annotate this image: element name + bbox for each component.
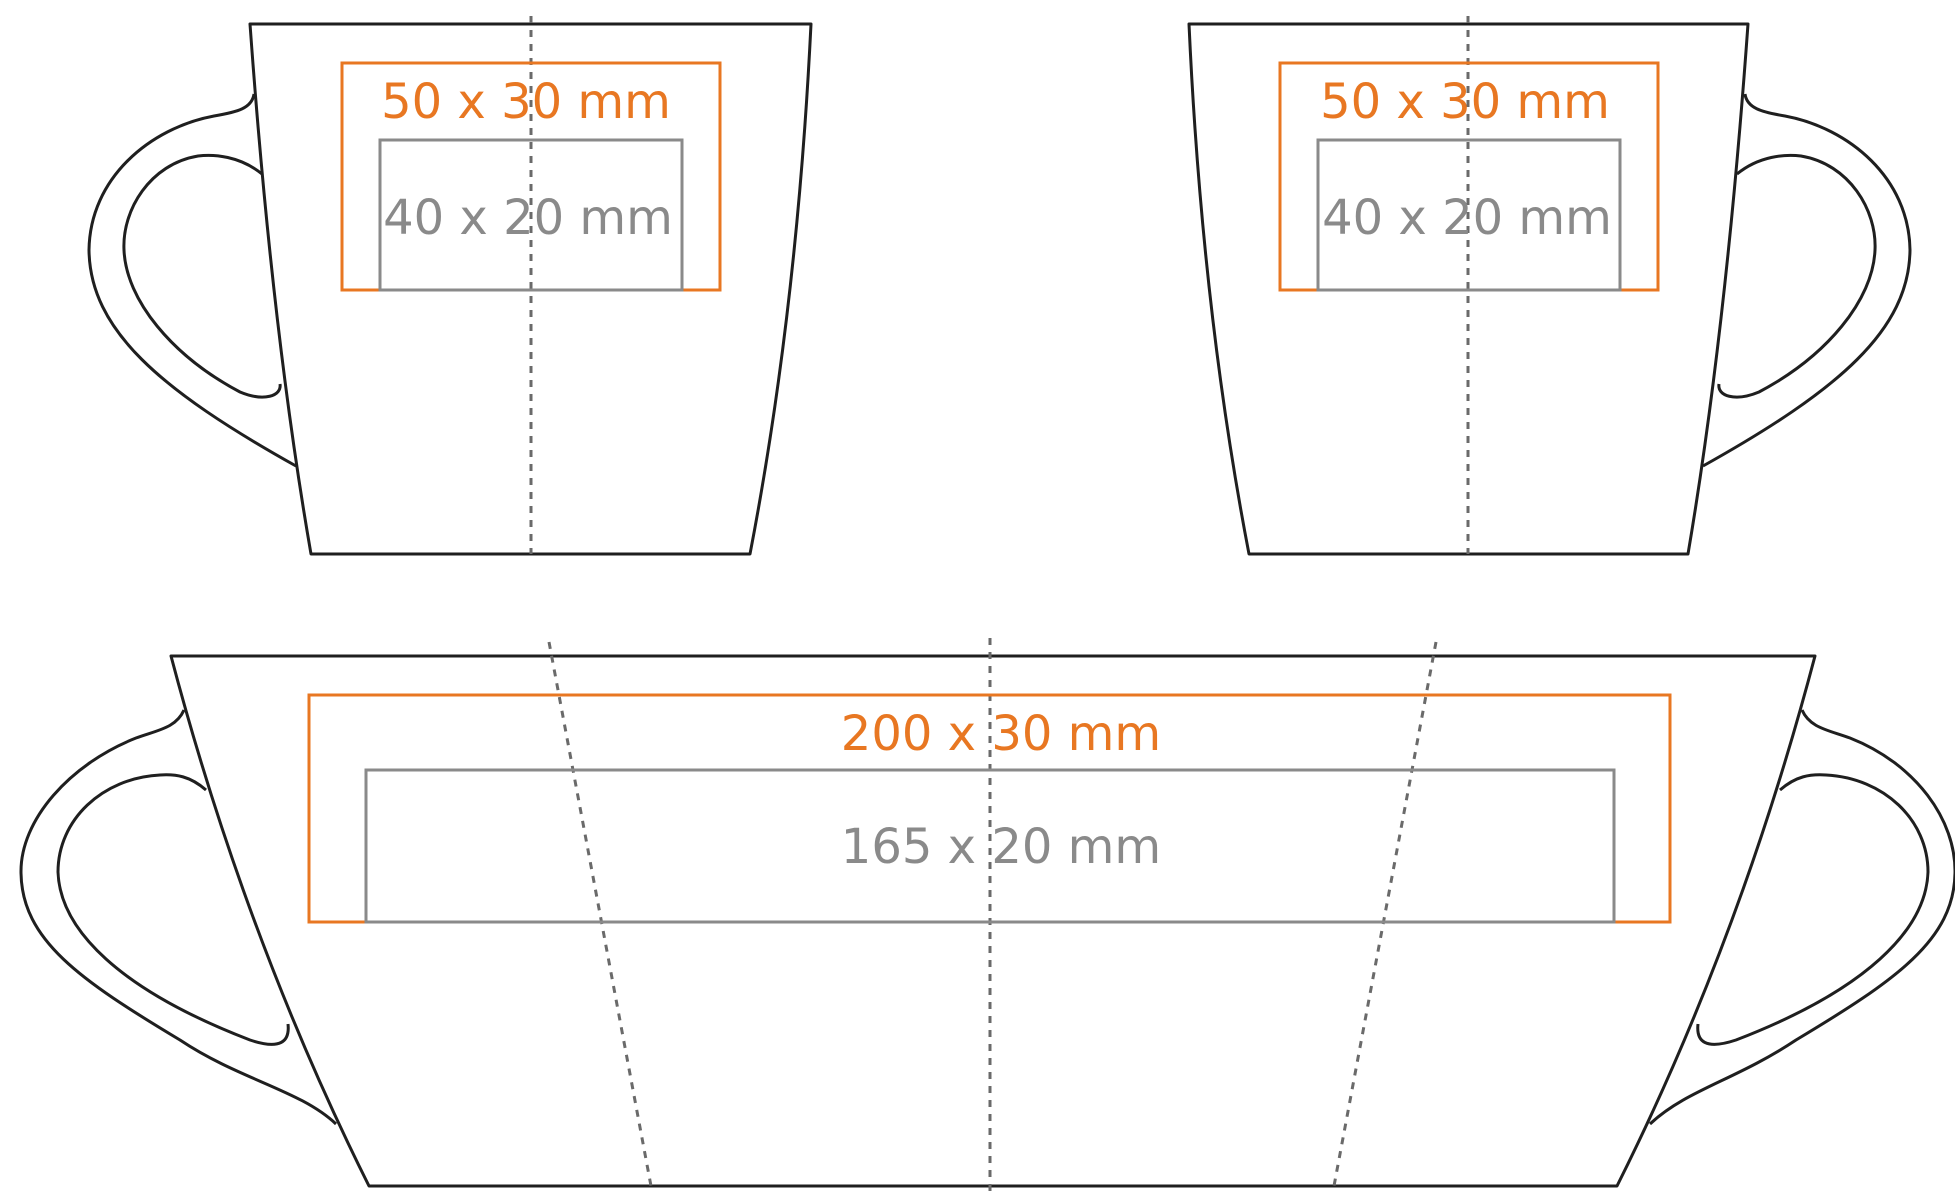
mug-left-view: 50 x 30 mm 40 x 20 mm: [87, 16, 813, 556]
mug-left-inner-label: 40 x 20 mm: [383, 190, 673, 246]
mug-right-inner-label: 40 x 20 mm: [1322, 190, 1612, 246]
mug-right-body: [1187, 22, 1750, 556]
mug-wrap-left-guide: [547, 641, 653, 1187]
mug-wrap-inner-label: 165 x 20 mm: [841, 819, 1161, 875]
mug-left-inner-print-area: [378, 138, 684, 292]
mug-wrap-left-handle: [19, 709, 338, 1126]
mug-wrap-view: 200 x 30 mm 165 x 20 mm: [19, 638, 1955, 1196]
mug-wrap-right-guide: [1332, 641, 1438, 1187]
mug-left-outer-label: 50 x 30 mm: [381, 74, 671, 130]
mug-wrap-outer-label: 200 x 30 mm: [841, 706, 1161, 762]
mug-wrap-inner-print-area: [364, 768, 1616, 924]
mug-right-handle: [1702, 93, 1912, 468]
mug-wrap-right-handle: [1648, 709, 1955, 1126]
mug-right-outer-label: 50 x 30 mm: [1320, 74, 1610, 130]
mug-right-inner-print-area: [1316, 138, 1622, 292]
mug-right-view: 50 x 30 mm 40 x 20 mm: [1187, 16, 1912, 556]
mug-left-handle: [87, 93, 297, 468]
mug-left-body: [248, 22, 813, 556]
mug-wrap-body: [169, 654, 1817, 1188]
